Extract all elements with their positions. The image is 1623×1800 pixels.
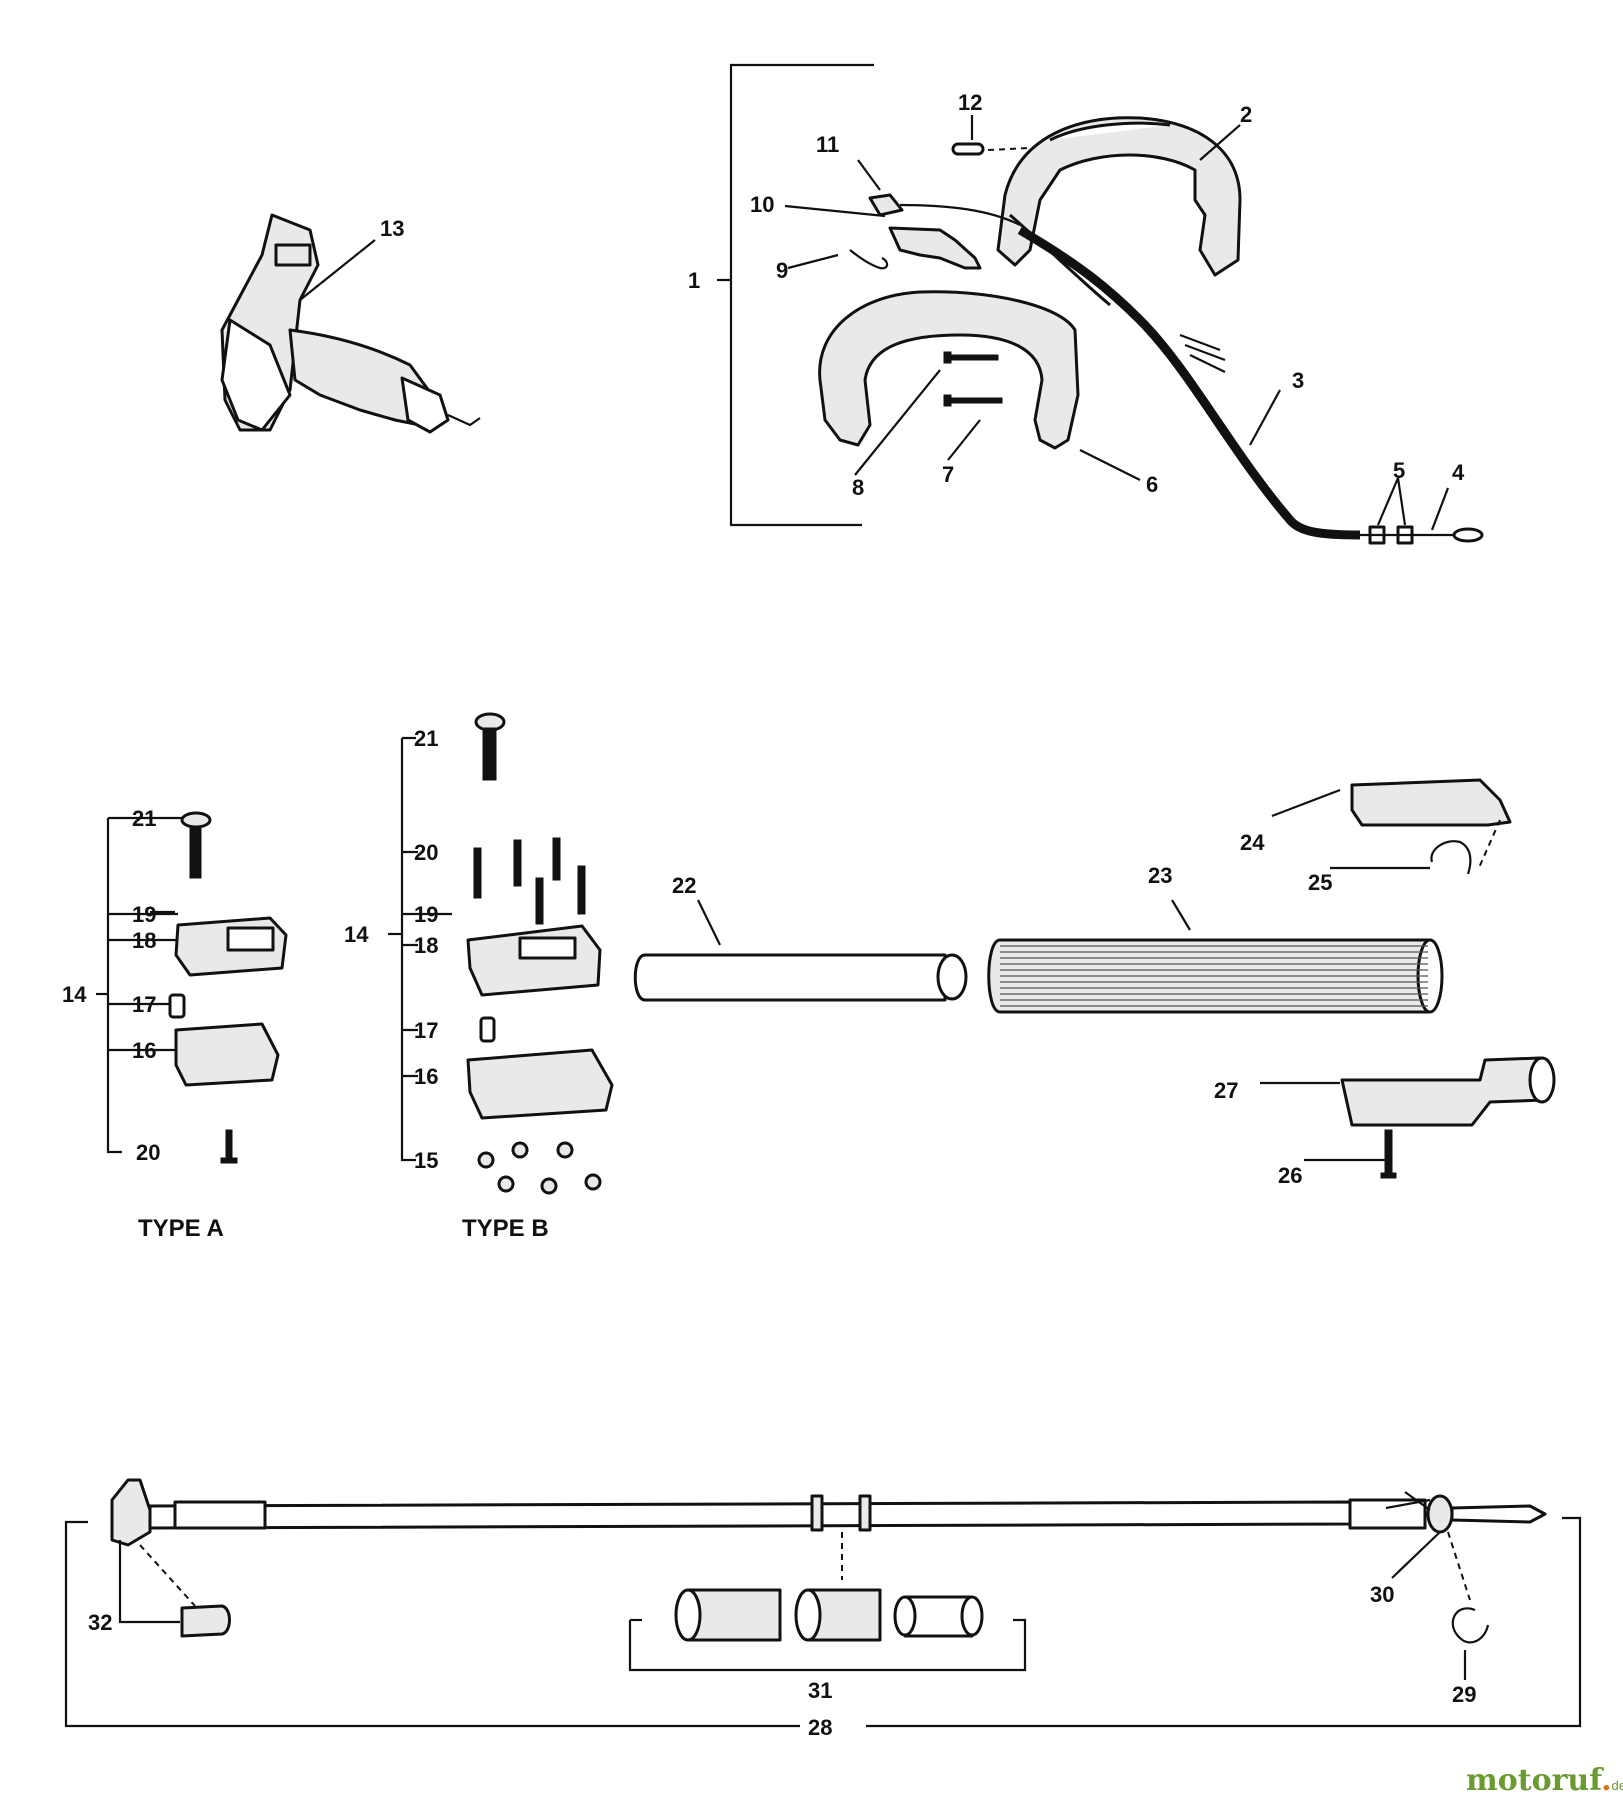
type-b-callout-20: 20 [414, 840, 438, 865]
callout-22: 22 [672, 873, 696, 898]
callout-32: 32 [88, 1610, 112, 1635]
watermark-tld: de [1612, 1778, 1623, 1793]
type-b-caption: TYPE B [462, 1215, 549, 1242]
callout-30: 30 [1370, 1582, 1394, 1607]
callout-27: 27 [1214, 1078, 1238, 1103]
type-a-callout-14: 14 [62, 982, 87, 1007]
callout-29: 29 [1452, 1682, 1476, 1707]
trigger-parts-illustration [849, 142, 1031, 270]
callout-25: 25 [1308, 870, 1332, 895]
callout-26: 26 [1278, 1163, 1302, 1188]
callout-31: 31 [808, 1678, 832, 1703]
drive-shaft-illustration [64, 1478, 1582, 1728]
callout-24: 24 [1240, 830, 1265, 855]
callout-28: 28 [808, 1715, 832, 1740]
callout-9: 9 [776, 258, 788, 283]
callout-6: 6 [1146, 472, 1158, 497]
type-a-callout-20: 20 [136, 1140, 160, 1165]
type-a-switch-illustration [96, 811, 288, 1164]
type-b-callout-21: 21 [414, 726, 438, 751]
callout-5: 5 [1393, 458, 1405, 483]
leader-lines [299, 115, 1450, 1162]
type-a-caption: TYPE A [138, 1215, 224, 1242]
watermark-logo: motoruf.de [1466, 1763, 1623, 1798]
type-b-callout-19: 19 [414, 902, 438, 927]
type-a-callout-21: 21 [132, 806, 156, 831]
part-1-bracket [717, 63, 874, 527]
type-b-callout-14: 14 [344, 922, 369, 947]
callout-labels: 1 2 3 4 5 6 7 8 9 10 11 12 13 14 21 19 1… [62, 90, 1476, 1740]
handle-upper-half-illustration [996, 116, 1242, 277]
handle-screws-illustration [943, 351, 1003, 407]
type-b-callout-18: 18 [414, 933, 438, 958]
watermark-dot: . [1601, 1763, 1611, 1798]
callout-1: 1 [688, 268, 700, 293]
type-a-callout-19: 19 [132, 902, 156, 927]
watermark-brand: motoruf [1466, 1763, 1604, 1798]
callout-23: 23 [1148, 863, 1172, 888]
callout-8: 8 [852, 475, 864, 500]
type-a-callout-17: 17 [132, 992, 156, 1017]
svg-text:motoruf.de: motoruf.de [1466, 1763, 1623, 1798]
callout-11: 11 [816, 132, 839, 157]
callout-12: 12 [958, 90, 982, 115]
callout-7: 7 [942, 462, 954, 487]
grip-sleeve-illustration [987, 938, 1444, 1014]
type-a-callout-16: 16 [132, 1038, 156, 1063]
callout-3: 3 [1292, 368, 1304, 393]
type-b-callout-15: 15 [414, 1148, 438, 1173]
type-b-callout-16: 16 [414, 1064, 438, 1089]
clamp-and-screw-illustration [1340, 1056, 1556, 1179]
tube-illustration [633, 953, 968, 1002]
type-b-callout-17: 17 [414, 1018, 438, 1043]
callout-2: 2 [1240, 102, 1252, 127]
callout-4: 4 [1452, 460, 1465, 485]
type-a-callout-18: 18 [132, 928, 156, 953]
cover-and-clip-illustration [1350, 778, 1512, 875]
callout-10: 10 [750, 192, 774, 217]
handle-lower-half-illustration [818, 290, 1080, 450]
type-b-switch-illustration [388, 712, 614, 1195]
callout-13: 13 [380, 216, 404, 241]
shoulder-strap-illustration [220, 213, 481, 434]
cord-illustration [1009, 213, 1484, 545]
